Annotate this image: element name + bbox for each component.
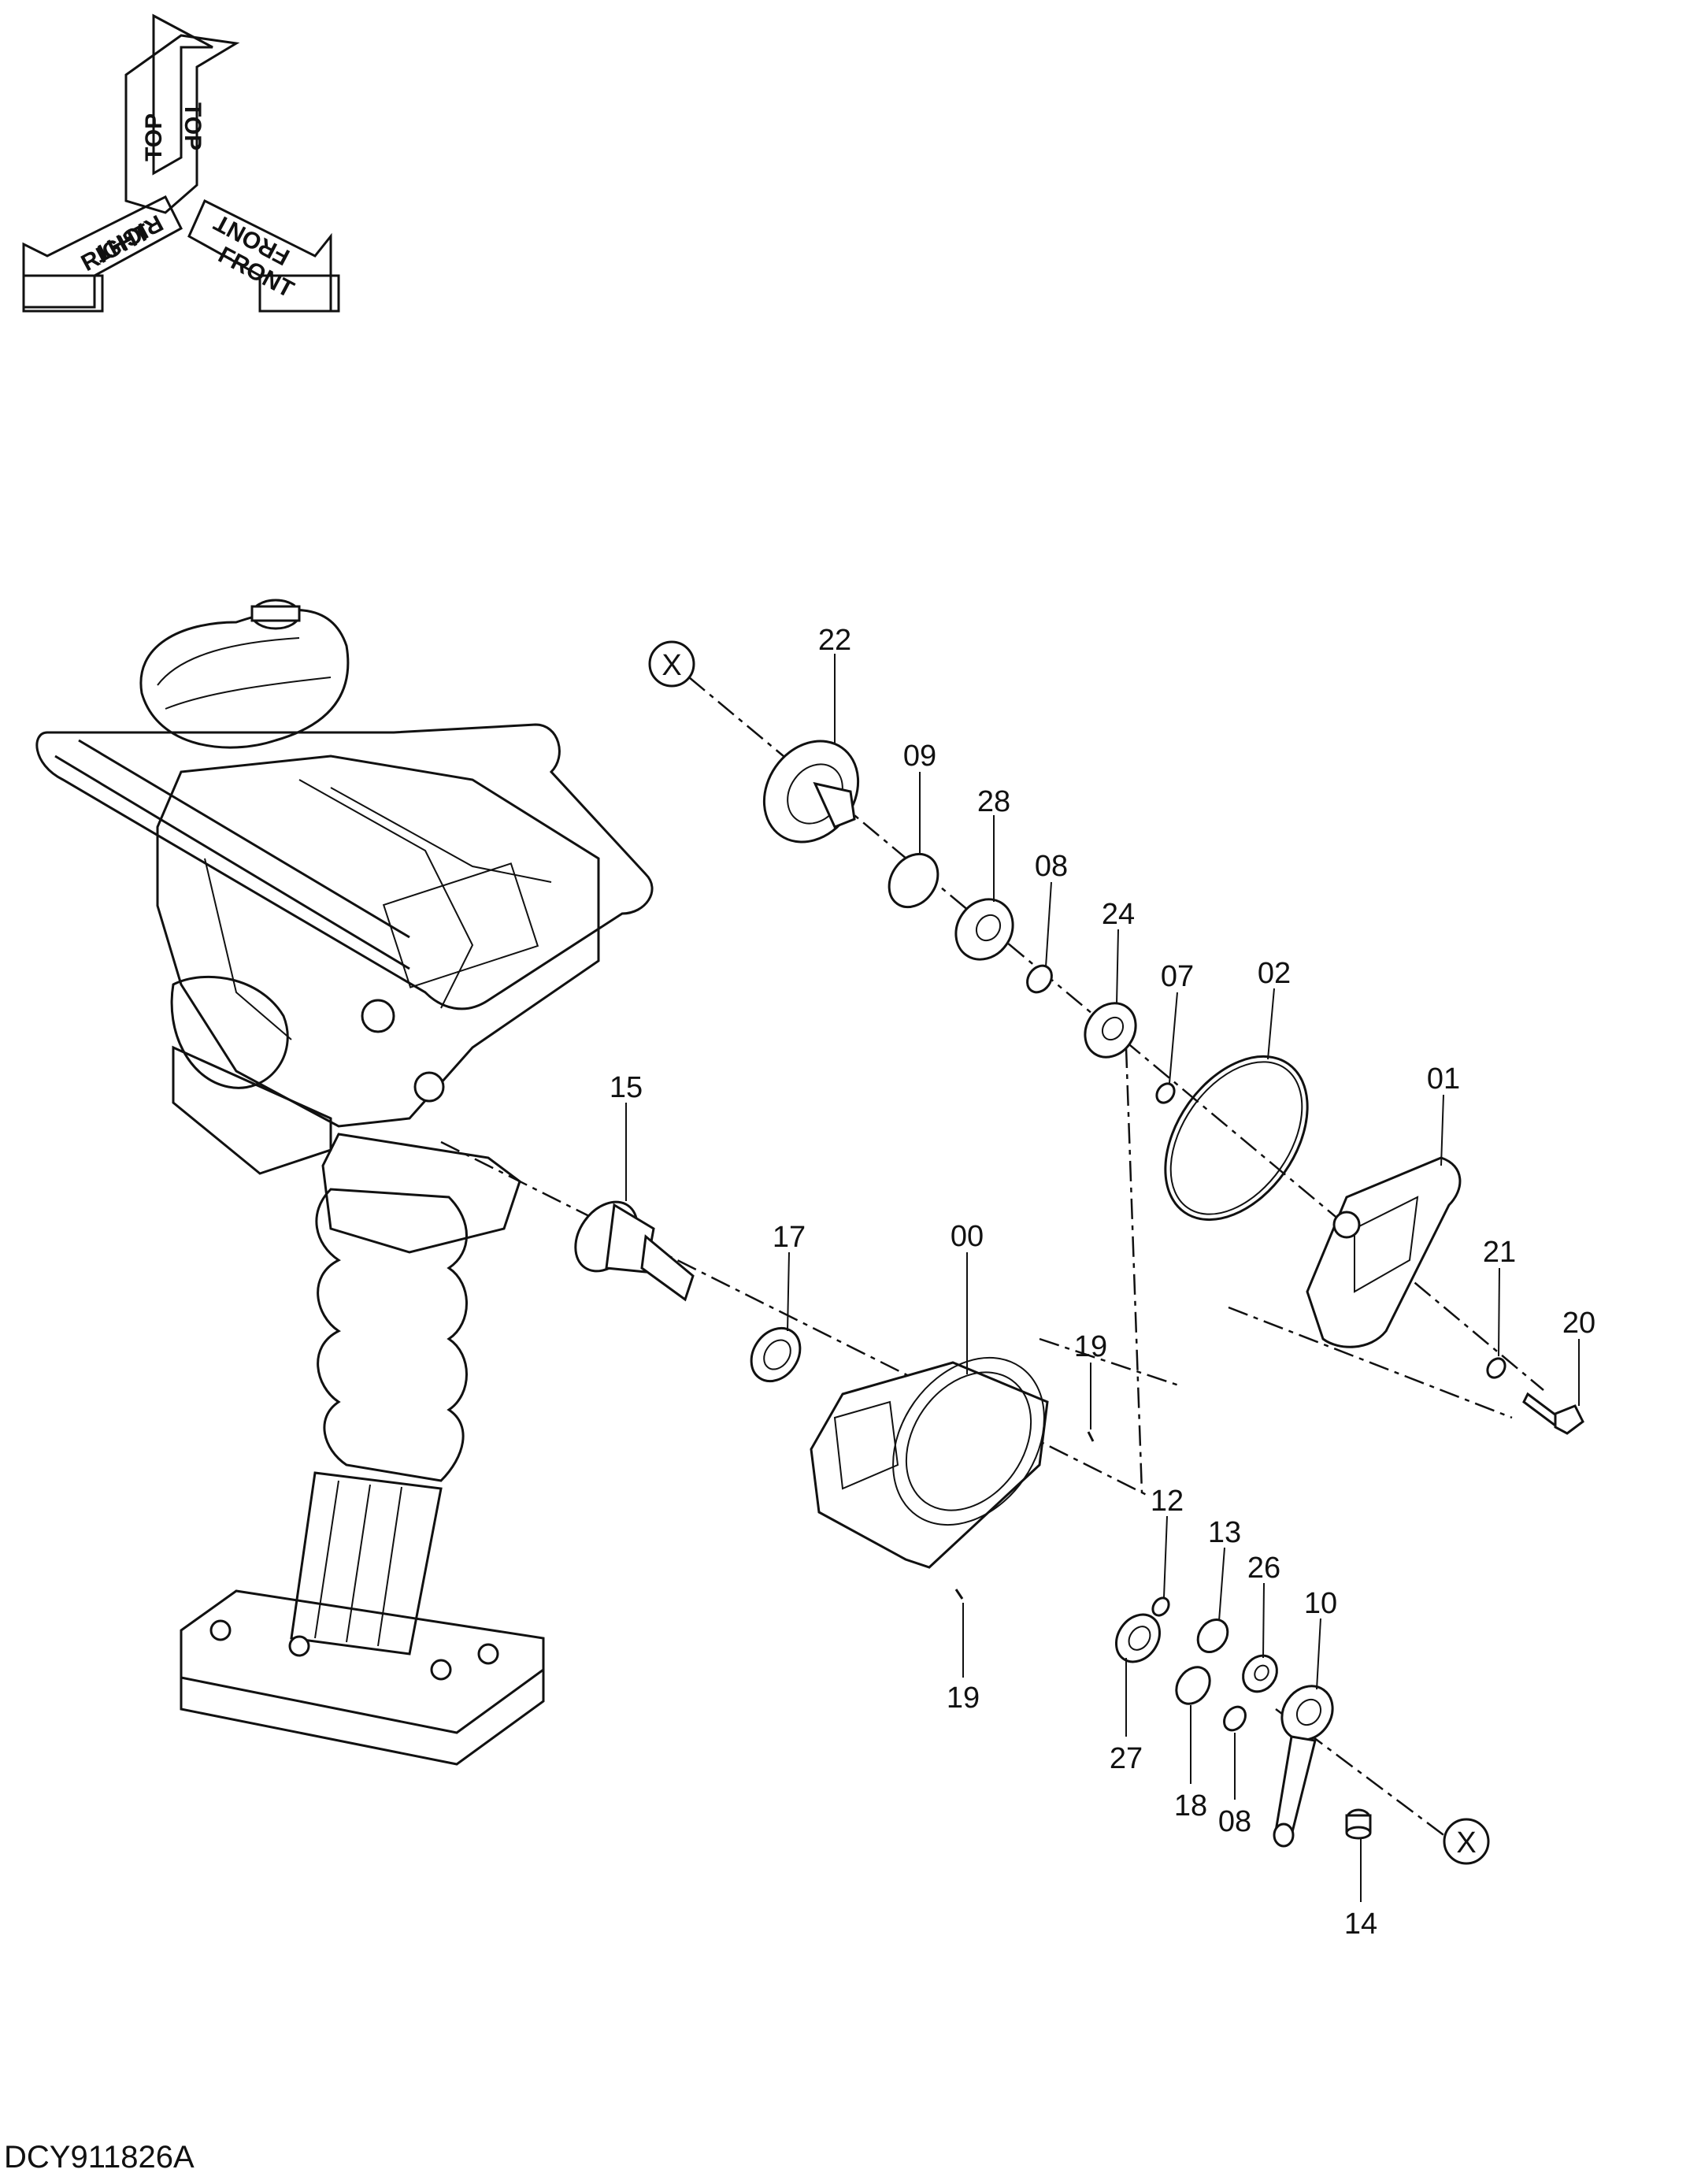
callout-18: 18 — [1174, 1789, 1207, 1822]
document-code: DCY911826A — [4, 2140, 195, 2175]
callout-15: 15 — [610, 1071, 643, 1104]
callout-27: 27 — [1110, 1742, 1143, 1775]
part-19-dowel-pin-upper — [1087, 1431, 1095, 1442]
part-22-crankshaft-flange — [762, 740, 860, 844]
x-marker-bottom: X — [1443, 1818, 1490, 1865]
handle-frame — [35, 723, 654, 1010]
x-marker-top: X — [648, 640, 695, 688]
part-24-bearing — [1084, 1002, 1137, 1059]
top-arrow — [124, 34, 240, 214]
fuel-tank — [139, 609, 350, 749]
callout-19-upper: 19 — [1074, 1330, 1107, 1363]
rammer-machine-drawing — [35, 599, 654, 1766]
part-28-bearing — [954, 898, 1014, 961]
svg-text:X: X — [662, 649, 681, 682]
callout-07: 07 — [1161, 960, 1194, 993]
air-cleaner-box — [382, 862, 539, 988]
callout-10: 10 — [1304, 1587, 1337, 1620]
orientation-indicator: TOP TOP RIGHT RIGHT FRONT FRONT — [22, 13, 340, 313]
part-17-oil-seal — [750, 1326, 802, 1383]
part-21-washer — [1486, 1357, 1506, 1379]
crankcase-plate — [321, 1133, 521, 1254]
part-14-bush — [1345, 1808, 1372, 1840]
callout-21: 21 — [1483, 1236, 1516, 1269]
callout-26: 26 — [1247, 1552, 1280, 1585]
part-00-crankcase — [810, 1356, 1049, 1569]
callout-20: 20 — [1562, 1307, 1595, 1340]
engine-body — [156, 755, 600, 1128]
callout-12: 12 — [1151, 1485, 1184, 1518]
part-07-small-ring — [1155, 1082, 1176, 1104]
part-09-snap-ring — [888, 852, 939, 909]
callout-00: 00 — [951, 1220, 984, 1253]
right-arrow — [22, 195, 183, 309]
part-01-cover — [1306, 1156, 1462, 1348]
part-26-bearing — [1242, 1654, 1278, 1693]
callout-28: 28 — [977, 785, 1010, 818]
part-18-snap-ring — [1175, 1666, 1211, 1705]
callout-24: 24 — [1102, 898, 1135, 931]
callout-labels: 22 09 28 08 24 07 02 01 15 17 00 19 21 2… — [610, 624, 1595, 1941]
callout-09: 09 — [903, 740, 936, 773]
part-08-ring-upper — [1026, 964, 1053, 994]
callout-13: 13 — [1208, 1516, 1241, 1549]
callout-08-upper: 08 — [1035, 850, 1068, 883]
part-19-dowel-pin-lower — [954, 1589, 964, 1600]
callout-14: 14 — [1344, 1908, 1377, 1941]
part-15-crankshaft — [574, 1200, 695, 1302]
part-08-ring-lower — [1223, 1705, 1247, 1732]
lower-leg — [290, 1471, 443, 1656]
callout-19-lower: 19 — [947, 1682, 980, 1715]
recoil-starter — [170, 975, 289, 1089]
part-12-ring — [1151, 1596, 1170, 1617]
callout-17: 17 — [773, 1221, 806, 1254]
part-13-snap-ring — [1196, 1619, 1229, 1653]
top-label-a: TOP — [180, 102, 206, 150]
part-27-oil-seal — [1114, 1613, 1162, 1663]
callout-01: 01 — [1427, 1062, 1460, 1096]
callout-02: 02 — [1258, 957, 1291, 990]
leader-lines — [625, 654, 1580, 1902]
callout-22: 22 — [818, 624, 851, 657]
lower-handle — [172, 1045, 332, 1175]
top-arrow-head — [152, 13, 213, 176]
callout-08-lower: 08 — [1218, 1805, 1251, 1838]
right-arrow-tail — [22, 274, 104, 313]
bellows — [315, 1188, 468, 1482]
part-20-bolt — [1522, 1392, 1584, 1435]
front-arrow-tail — [258, 274, 340, 313]
parts — [574, 740, 1584, 1848]
part-02-o-ring — [1164, 1055, 1309, 1222]
top-label-b: TOP — [141, 113, 167, 161]
part-10-connecting-rod — [1273, 1685, 1334, 1848]
svg-text:X: X — [1456, 1826, 1476, 1860]
